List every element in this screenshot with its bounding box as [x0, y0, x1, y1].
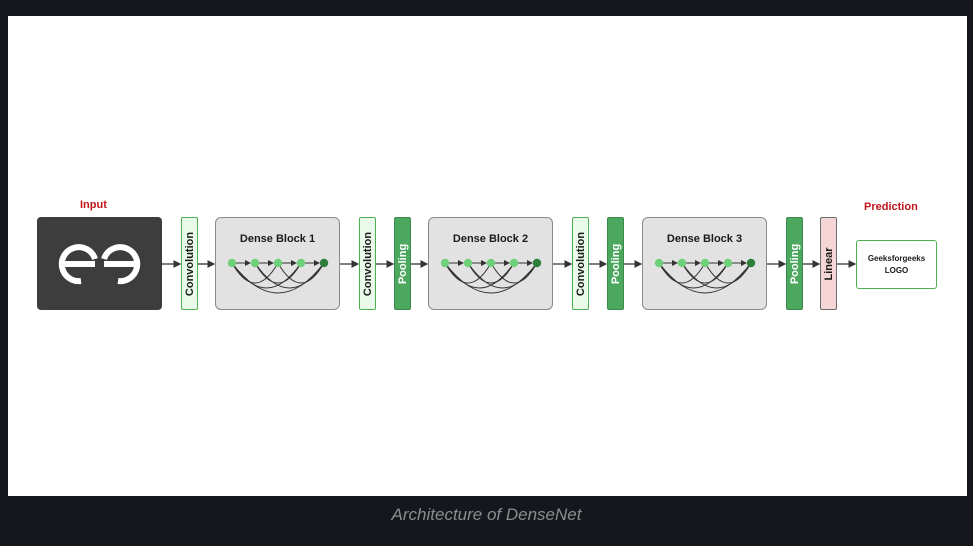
dense-node — [532, 258, 542, 268]
prediction-label: Prediction — [864, 201, 918, 213]
dense-node — [509, 258, 519, 268]
dense-connection-curve — [467, 262, 538, 289]
dense-connection-curve — [444, 262, 538, 294]
figure-caption: Architecture of DenseNet — [391, 505, 582, 524]
dense-node — [700, 258, 710, 268]
dense-connection-curve — [254, 262, 325, 289]
dense-node — [319, 258, 329, 268]
diagram-figure: Input Prediction Convolution Dense Block… — [8, 16, 967, 496]
dense-node — [250, 258, 260, 268]
dense-connection-curve — [490, 262, 538, 284]
convolution-layer-3: Convolution — [572, 217, 589, 310]
prediction-output-text: Geeksforgeeks LOGO — [867, 253, 926, 275]
dense-connection-curve — [277, 262, 325, 284]
dense-node — [677, 258, 687, 268]
dense-connection-curve — [704, 262, 752, 284]
convolution-layer-2: Convolution — [359, 217, 376, 310]
pooling-layer-2: Pooling — [607, 217, 624, 310]
dense-node — [723, 258, 733, 268]
dense-node — [440, 258, 450, 268]
linear-layer: Linear — [820, 217, 837, 310]
dense-node — [227, 258, 237, 268]
dense-connection-curve — [681, 262, 752, 289]
dense-connection-curve — [658, 262, 752, 294]
dense-node — [746, 258, 756, 268]
dense-node — [273, 258, 283, 268]
dense-node — [463, 258, 473, 268]
prediction-output-box: Geeksforgeeks LOGO — [856, 240, 937, 289]
dense-block-title: Dense Block 2 — [452, 233, 529, 245]
input-label: Input — [80, 199, 107, 211]
input-image — [37, 217, 162, 310]
convolution-layer-1: Convolution — [181, 217, 198, 310]
dense-connection-curve — [231, 262, 325, 294]
dense-block-title: Dense Block 3 — [666, 233, 743, 245]
geeksforgeeks-logo-icon — [58, 244, 141, 285]
dense-node — [486, 258, 496, 268]
pooling-layer-1: Pooling — [394, 217, 411, 310]
dense-node — [654, 258, 664, 268]
dense-node — [296, 258, 306, 268]
dense-block-title: Dense Block 1 — [239, 233, 316, 245]
pooling-layer-3: Pooling — [786, 217, 803, 310]
connections-overlay — [162, 258, 857, 294]
